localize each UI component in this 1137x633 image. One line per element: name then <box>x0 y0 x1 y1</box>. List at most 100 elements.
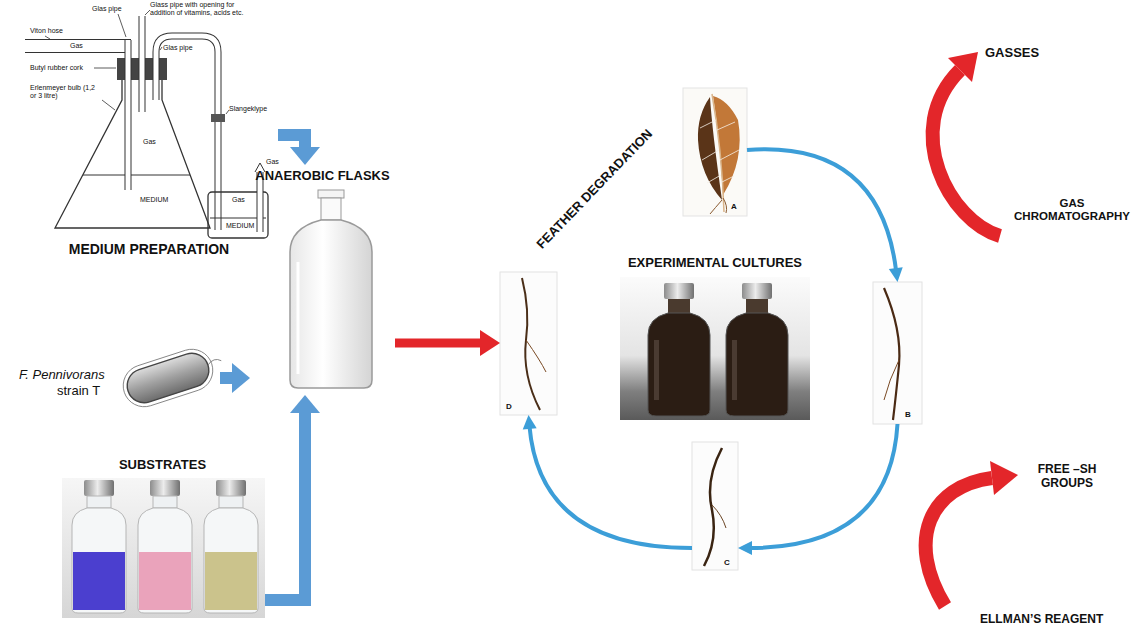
caption-text: EXPERIMENTAL CULTURES <box>618 256 812 271</box>
cultures-photo <box>620 277 810 420</box>
apparatus-drawing <box>140 16 145 112</box>
apparatus-drawing <box>139 16 146 112</box>
part-label: Glas pipe <box>163 44 193 52</box>
apparatus-drawing <box>25 39 131 53</box>
arrow-head <box>889 267 903 282</box>
substrates-photo <box>87 496 111 508</box>
arrow-head <box>290 147 320 165</box>
output-label: GASSES <box>985 46 1039 61</box>
flow-arrow <box>278 135 320 165</box>
feather-photo <box>500 272 557 415</box>
flask-photo <box>321 198 341 220</box>
part-label: Glas pipe <box>92 5 122 13</box>
substrates-photo <box>153 496 177 508</box>
feather-photo <box>873 282 922 424</box>
flow-arrow <box>220 363 250 393</box>
callout-letter: A <box>731 202 737 211</box>
caption-text: F. Pennivorans <box>19 368 105 383</box>
substrates-photo <box>62 478 265 618</box>
bacterium-illustration <box>118 341 228 412</box>
feather-photo <box>683 88 747 216</box>
feather-photo <box>704 448 722 566</box>
part-label: Butyl rubber cork <box>30 64 83 72</box>
feather-photo <box>500 272 557 415</box>
flow-arrow <box>395 330 500 356</box>
bacterium-illustration <box>118 344 218 412</box>
substrates-photo <box>138 508 192 613</box>
arrow-shaft <box>265 409 305 600</box>
caption-text: MEDIUM PREPARATION <box>20 241 278 257</box>
apparatus-drawing <box>118 14 126 37</box>
cultures-photo <box>668 299 690 313</box>
apparatus-drawing <box>126 40 131 190</box>
feather-photo <box>884 288 899 420</box>
section-label: FEATHER DEGRADATION <box>527 120 663 260</box>
arrow-shaft <box>529 426 692 548</box>
process-arrow <box>926 478 992 606</box>
apparatus-drawing <box>45 36 50 39</box>
feather-photo <box>712 505 726 528</box>
substrates-photo <box>73 552 125 610</box>
apparatus-drawing <box>160 47 162 50</box>
image-panel: MEDIUM PREPARATION <box>20 0 278 258</box>
cultures-photo <box>648 313 710 416</box>
method-label: ELLMAN’S REAGENT <box>980 613 1103 627</box>
arrow-shaft <box>749 424 897 548</box>
arrow-head <box>290 395 320 413</box>
feather-photo <box>526 340 546 372</box>
apparatus-drawing <box>25 40 131 52</box>
feather-photo <box>692 442 738 570</box>
flask-photo <box>318 190 344 198</box>
flask-photo <box>290 220 372 388</box>
substrates-photo <box>205 552 257 610</box>
bacterium-illustration <box>207 358 221 365</box>
output-label: FREE –SH GROUPS <box>1030 463 1104 491</box>
apparatus-drawing <box>94 68 116 69</box>
cultures-photo <box>620 277 810 420</box>
arrow-head <box>232 363 250 393</box>
feather-photo <box>873 282 922 424</box>
arrow-head <box>738 541 752 555</box>
flask-photo <box>297 262 300 374</box>
arrow-shaft <box>395 339 484 348</box>
photo-panel: ANAEROBIC FLASKS <box>250 165 395 395</box>
flow-arrow <box>523 415 692 548</box>
callout-letter: D <box>506 402 512 411</box>
arrow-head <box>480 330 500 356</box>
part-label: Erlenmeyer bulb (1,2 or 3 litre) <box>30 84 102 100</box>
process-arrow <box>933 70 1000 236</box>
process-arrow <box>926 52 1018 606</box>
substrates-photo <box>62 478 265 618</box>
apparatus-drawing <box>145 10 150 15</box>
cultures-photo <box>726 313 788 416</box>
caption-text: SUBSTRATES <box>60 458 265 473</box>
part-label: Gas <box>143 138 156 146</box>
cultures-photo <box>732 340 737 400</box>
part-label: Viton hose <box>30 27 63 35</box>
caption-text: strain T <box>57 384 100 399</box>
process-arrow <box>948 52 978 82</box>
substrates-photo <box>84 480 114 496</box>
part-label: MEDIUM <box>140 196 168 204</box>
cultures-photo <box>654 340 659 400</box>
organism-panel: F. Pennivoransstrain T <box>15 325 220 432</box>
part-label: Gas <box>232 196 245 204</box>
cultures-photo <box>746 299 768 313</box>
feather-photo <box>683 88 747 216</box>
feather-photo: C <box>692 442 738 570</box>
feather-photo: D <box>500 272 557 415</box>
photo-panel: EXPERIMENTAL CULTURES <box>618 255 812 422</box>
part-label: MEDIUM <box>226 222 254 230</box>
substrates-photo <box>219 496 243 508</box>
apparatus-drawing <box>226 110 229 114</box>
substrates-photo <box>150 480 180 496</box>
flow-arrow <box>738 424 898 555</box>
substrates-photo <box>139 552 191 610</box>
cultures-photo <box>664 283 694 299</box>
substrates-photo <box>204 508 258 613</box>
feather-photo <box>522 278 540 410</box>
apparatus-drawing <box>211 114 225 122</box>
